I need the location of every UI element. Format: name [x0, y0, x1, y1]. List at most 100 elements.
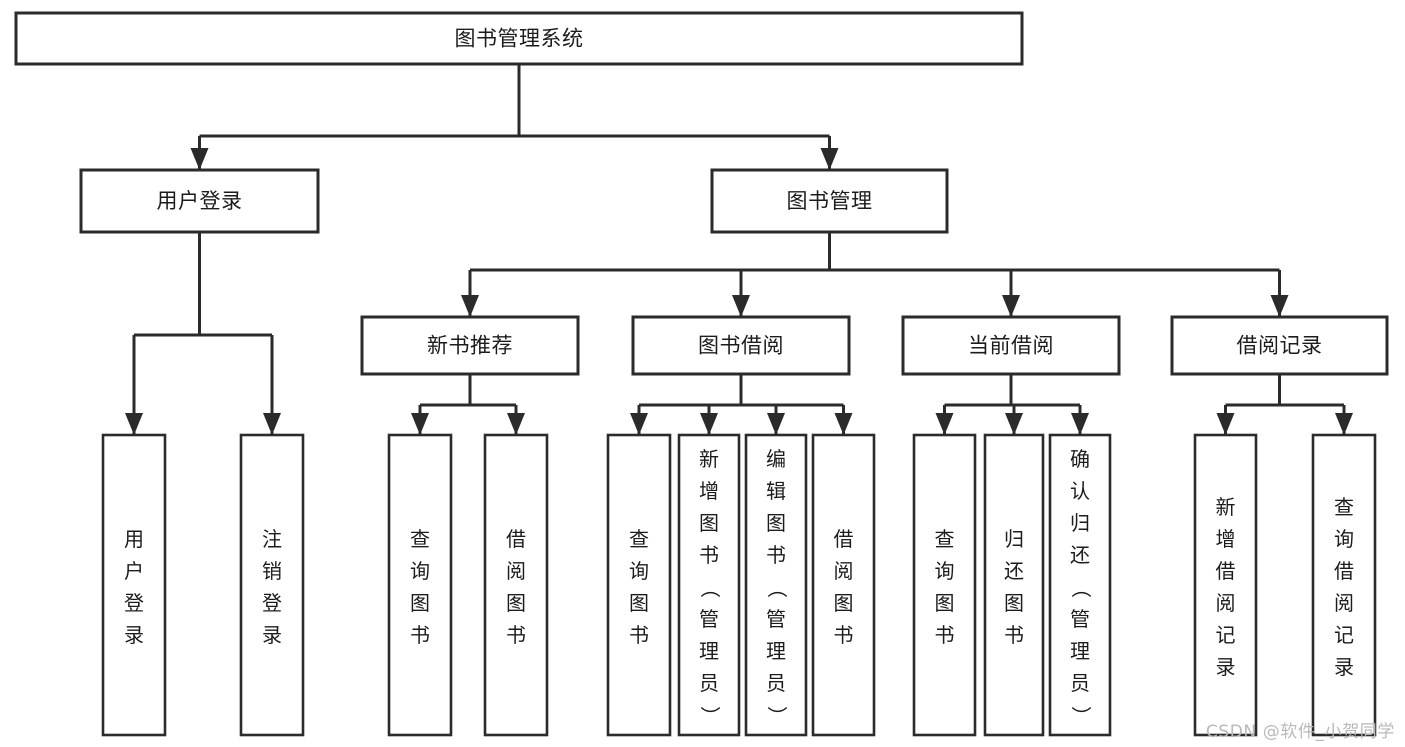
node-box — [239, 433, 305, 737]
svg-text:理: 理 — [699, 639, 719, 663]
svg-text:借: 借 — [834, 527, 854, 551]
node-box — [1048, 433, 1112, 737]
arrow-head — [190, 148, 209, 170]
svg-text:归: 归 — [1004, 527, 1024, 551]
svg-text:图: 图 — [699, 511, 719, 535]
arrow-head — [1216, 413, 1235, 435]
svg-text:）: ） — [698, 706, 722, 726]
svg-text:新: 新 — [699, 447, 719, 471]
node-box — [677, 433, 741, 737]
svg-text:书: 书 — [410, 623, 430, 647]
arrow-head — [935, 413, 954, 435]
svg-text:查: 查 — [629, 527, 649, 551]
node-label: 图书管理 — [787, 189, 873, 213]
svg-text:（: （ — [698, 578, 722, 598]
node-label: 用户登录 — [157, 189, 243, 213]
node-root[interactable]: 图书管理系统 — [14, 11, 1024, 66]
svg-text:管: 管 — [766, 607, 786, 631]
svg-text:借: 借 — [506, 527, 526, 551]
node-layer: 图书管理系统用户登录图书管理新书推荐图书借阅当前借阅借阅记录用户登录注销登录查询… — [14, 11, 1389, 737]
arrow-head — [461, 295, 479, 317]
node-book-borrow[interactable]: 图书借阅 — [631, 315, 851, 376]
arrow-head — [767, 413, 785, 435]
arrow-head — [700, 413, 718, 435]
svg-text:）: ） — [765, 706, 789, 726]
node-box — [606, 433, 672, 737]
svg-text:图: 图 — [410, 591, 430, 615]
csdn-watermark: CSDN @软件_小贺同学 — [1205, 722, 1395, 742]
svg-text:查: 查 — [935, 527, 955, 551]
node-new-book-recommend[interactable]: 新书推荐 — [360, 315, 580, 376]
svg-text:登: 登 — [124, 591, 144, 615]
node-box — [387, 433, 453, 737]
svg-text:确: 确 — [1070, 447, 1090, 471]
arrow-head — [263, 413, 281, 435]
svg-text:书: 书 — [834, 623, 854, 647]
svg-text:销: 销 — [262, 559, 282, 583]
node-box — [14, 11, 1024, 66]
node-current-borrow[interactable]: 当前借阅 — [901, 315, 1121, 376]
node-box — [710, 168, 949, 234]
node-box — [912, 433, 977, 737]
svg-text:认: 认 — [1070, 479, 1090, 503]
svg-text:图: 图 — [935, 591, 955, 615]
node-box — [901, 315, 1121, 376]
svg-text:查: 查 — [1334, 495, 1354, 519]
node-label: 借阅记录 — [1237, 334, 1323, 358]
svg-text:图: 图 — [1004, 591, 1024, 615]
svg-text:图: 图 — [629, 591, 649, 615]
node-box — [744, 433, 808, 737]
node-box — [631, 315, 851, 376]
node-box — [1311, 433, 1377, 737]
svg-text:记: 记 — [1334, 623, 1354, 647]
node-label: 图书管理系统 — [455, 27, 584, 51]
node-label: 图书借阅 — [698, 334, 784, 358]
node-user-login[interactable]: 用户登录 — [79, 168, 320, 234]
svg-text:图: 图 — [766, 511, 786, 535]
svg-text:书: 书 — [506, 623, 526, 647]
svg-text:辑: 辑 — [766, 479, 786, 503]
svg-text:书: 书 — [935, 623, 955, 647]
svg-text:询: 询 — [1334, 527, 1354, 551]
svg-text:借: 借 — [1334, 559, 1354, 583]
svg-text:管: 管 — [1070, 607, 1090, 631]
node-leaf-user-login[interactable]: 用户登录 — [101, 433, 167, 737]
svg-text:询: 询 — [629, 559, 649, 583]
svg-text:阅: 阅 — [506, 559, 526, 583]
node-box — [1193, 433, 1258, 737]
svg-text:书: 书 — [766, 543, 786, 567]
svg-text:理: 理 — [1070, 639, 1090, 663]
svg-text:书: 书 — [629, 623, 649, 647]
node-borrow-record[interactable]: 借阅记录 — [1170, 315, 1389, 376]
svg-text:图: 图 — [834, 591, 854, 615]
connector-layer — [125, 64, 1353, 435]
svg-text:员: 员 — [1070, 671, 1090, 695]
node-box — [983, 433, 1045, 737]
arrow-head — [1002, 295, 1020, 317]
svg-text:录: 录 — [1334, 655, 1354, 679]
svg-text:还: 还 — [1004, 559, 1024, 583]
svg-text:查: 查 — [410, 527, 430, 551]
svg-text:登: 登 — [262, 591, 282, 615]
arrow-head — [1270, 295, 1289, 317]
node-box — [483, 433, 549, 737]
node-box — [101, 433, 167, 737]
node-book-manage[interactable]: 图书管理 — [710, 168, 949, 234]
svg-text:归: 归 — [1070, 511, 1090, 535]
svg-text:录: 录 — [1216, 655, 1236, 679]
node-label: 当前借阅 — [968, 334, 1054, 358]
